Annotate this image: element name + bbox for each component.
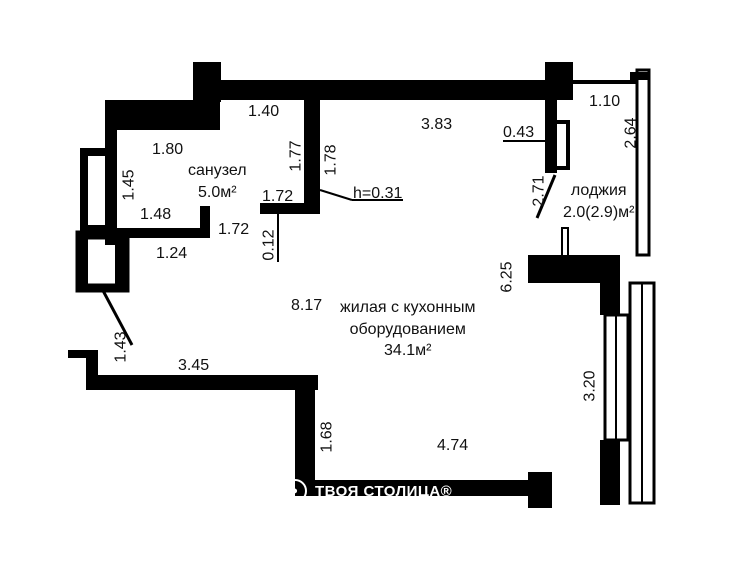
dim-6-25: 6.25 bbox=[498, 261, 516, 293]
wall-bath-right bbox=[304, 96, 320, 214]
wall-top-right-stub bbox=[545, 62, 573, 88]
door-line-left bbox=[98, 284, 134, 346]
loggia-post bbox=[561, 227, 569, 257]
dim-3-83: 3.83 bbox=[421, 116, 453, 133]
shaft-top bbox=[80, 148, 105, 156]
room-loggia-name: лоджия bbox=[570, 182, 627, 199]
dim-1-72-b: 1.72 bbox=[218, 221, 250, 238]
room-bathroom-area: 5.0м² bbox=[198, 183, 237, 201]
dim-3-20: 3.20 bbox=[581, 370, 599, 402]
dim-3-45: 3.45 bbox=[178, 357, 210, 374]
shaft-box-right bbox=[115, 238, 127, 288]
dim-8-17: 8.17 bbox=[291, 297, 323, 314]
wall-bath-floor bbox=[105, 228, 210, 238]
room-bathroom-name: санузел bbox=[188, 162, 247, 179]
room-living-area: 34.1м² bbox=[384, 342, 432, 360]
dim-0-12: 0.12 bbox=[260, 229, 278, 261]
wall-bottom-right-block bbox=[528, 472, 552, 508]
vent-box bbox=[546, 120, 570, 170]
room-living: жилая с кухонным оборудованием 34.1м² bbox=[340, 297, 476, 362]
wall-right-lower bbox=[600, 255, 620, 315]
wall-top-stub bbox=[193, 62, 221, 102]
watermark-text: ТВОЯ СТОЛИЦА® bbox=[315, 482, 453, 500]
dim-1-40: 1.40 bbox=[248, 103, 280, 120]
dim-4-74: 4.74 bbox=[437, 437, 469, 454]
dim-1-48: 1.48 bbox=[140, 206, 172, 223]
wall-bath-step bbox=[105, 100, 220, 130]
dim-1-24: 1.24 bbox=[156, 245, 188, 262]
dim-1-43: 1.43 bbox=[112, 331, 130, 363]
wall-bottom-step bbox=[295, 375, 315, 495]
h-note: h=0.31 bbox=[353, 185, 403, 202]
dim-1-78: 1.78 bbox=[322, 144, 340, 176]
wall-bottom-left bbox=[86, 375, 318, 390]
dim-1-80: 1.80 bbox=[152, 141, 184, 158]
logo-icon: ● bbox=[283, 479, 307, 503]
wall-left-bottom-stub bbox=[68, 350, 98, 358]
room-bathroom: санузел 5.0м² bbox=[188, 160, 247, 203]
wall-top bbox=[193, 80, 573, 100]
room-living-name-1: жилая с кухонным bbox=[340, 299, 476, 316]
dim-0-43: 0.43 bbox=[503, 124, 535, 141]
shaft-mid bbox=[80, 225, 115, 235]
wall-bath-bottom bbox=[260, 203, 320, 214]
dim-1-10: 1.10 bbox=[589, 93, 621, 110]
dim-1-77: 1.77 bbox=[287, 140, 305, 172]
dim-2-71: 2.71 bbox=[530, 175, 548, 207]
wall-bath-low bbox=[200, 206, 210, 238]
watermark: ● ТВОЯ СТОЛИЦА® bbox=[283, 478, 452, 504]
shaft-left bbox=[80, 148, 88, 288]
loggia-right-wall bbox=[635, 68, 651, 257]
loggia-top-wall bbox=[557, 80, 637, 84]
wall-bottom bbox=[295, 480, 545, 496]
door-line-loggia bbox=[535, 174, 557, 219]
dim-1-45: 1.45 bbox=[120, 169, 138, 201]
wall-bath-left bbox=[105, 100, 117, 245]
dim-1-68: 1.68 bbox=[318, 421, 336, 453]
room-loggia: лоджия 2.0(2.9)м² bbox=[563, 180, 634, 223]
room-living-name-2: оборудованием bbox=[349, 320, 466, 338]
dim-2-64: 2.64 bbox=[622, 117, 640, 149]
dim-1-72-a: 1.72 bbox=[262, 188, 294, 205]
wall-right-bottom bbox=[600, 440, 620, 505]
h-line bbox=[319, 189, 353, 201]
loggia-top-right bbox=[630, 72, 650, 80]
room-loggia-area: 2.0(2.9)м² bbox=[563, 203, 635, 221]
